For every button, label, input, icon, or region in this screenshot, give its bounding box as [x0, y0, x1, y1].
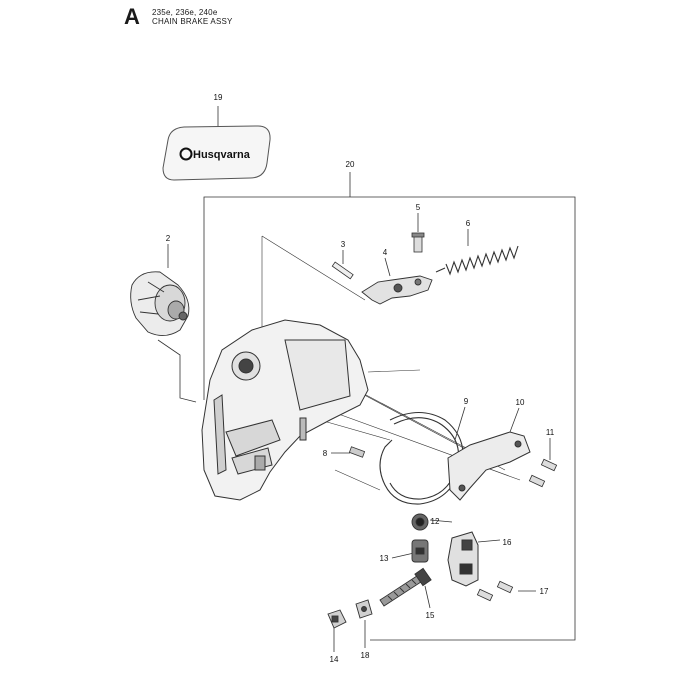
- screw-part-5: [411, 232, 425, 253]
- leader-9: [454, 406, 466, 441]
- callout-11: 11: [546, 428, 555, 437]
- bracket-part-10: [447, 431, 531, 501]
- callout-15: 15: [426, 611, 435, 620]
- screws-part-11: [528, 458, 558, 488]
- pin-part-8: [348, 446, 366, 458]
- gear-part-13: [411, 539, 429, 563]
- callout-8: 8: [323, 449, 328, 458]
- callout-20: 20: [346, 160, 355, 169]
- callout-18: 18: [361, 651, 370, 660]
- callout-19: 19: [214, 93, 223, 102]
- alignment-lines: [261, 235, 521, 491]
- leader-4: [384, 257, 391, 277]
- callout-10: 10: [516, 398, 525, 407]
- callout-14: 14: [330, 655, 339, 664]
- callout-2: 2: [166, 234, 171, 243]
- sprocket-part-2: [130, 271, 190, 336]
- leader-15: [424, 585, 431, 609]
- tensioner-part-16: [447, 531, 479, 587]
- leader-16: [477, 539, 501, 543]
- brake-lever-part-4: [361, 275, 433, 305]
- husqvarna-decal-19: Husqvarna: [162, 125, 271, 181]
- leader-13: [391, 552, 415, 559]
- callout-5: 5: [416, 203, 421, 212]
- decal-brand-text: Husqvarna: [193, 149, 251, 161]
- chain-brake-cover-body: [201, 319, 369, 501]
- callout-3: 3: [341, 240, 346, 249]
- callout-4: 4: [383, 248, 388, 257]
- leader-12: [429, 519, 453, 523]
- nut-part-14: [327, 609, 347, 629]
- callout-13: 13: [380, 554, 389, 563]
- screws-part-17: [476, 580, 514, 602]
- adjuster-screw-part-15: [379, 567, 432, 607]
- spring-part-6: [435, 245, 519, 276]
- callout-12: 12: [431, 517, 440, 526]
- pin-part-3: [331, 261, 354, 280]
- callout-6: 6: [466, 219, 471, 228]
- callout-17: 17: [540, 587, 549, 596]
- callout-9: 9: [464, 397, 469, 406]
- diagram-title: CHAIN BRAKE ASSY: [152, 17, 233, 26]
- leader-10: [509, 407, 520, 433]
- model-list: 235e, 236e, 240e: [152, 8, 218, 17]
- assembly-bracket-20: [203, 172, 576, 641]
- gear-part-12: [411, 513, 429, 531]
- section-letter: A: [124, 4, 140, 29]
- callout-16: 16: [503, 538, 512, 547]
- nut-part-18: [355, 599, 373, 619]
- leader-2-to-cover: [157, 339, 197, 403]
